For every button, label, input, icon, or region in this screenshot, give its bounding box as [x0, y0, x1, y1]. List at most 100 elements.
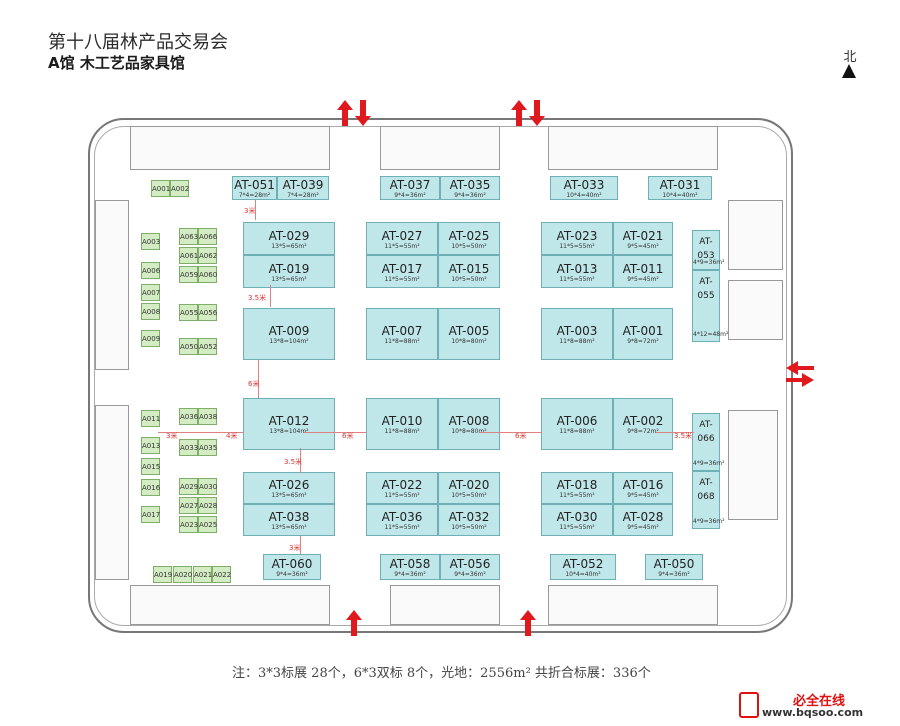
booth-code: AT-060 — [271, 557, 313, 571]
small-booth-a059: A059 — [179, 266, 198, 283]
booth-size: 9*5=45m² — [627, 275, 659, 283]
aisle-line — [300, 448, 301, 473]
aisle-line — [300, 536, 301, 554]
booth-code: AT-029 — [268, 228, 310, 243]
booth-code: AT-017 — [381, 261, 423, 276]
booth-code: AT-033 — [563, 178, 605, 192]
booth-code: AT-050 — [653, 557, 695, 571]
small-booth-a019: A019 — [153, 566, 172, 583]
small-booth-a025: A025 — [198, 516, 217, 533]
service-room — [130, 585, 330, 625]
aisle-line — [304, 432, 366, 433]
small-booth-a063: A063 — [179, 228, 198, 245]
small-booth-a016: A016 — [141, 479, 160, 496]
booth-code: AT-058 — [389, 557, 431, 571]
entrance-arrow-icon — [337, 100, 371, 126]
small-booth-a002: A002 — [170, 180, 189, 197]
aisle-width-label: 3米 — [289, 544, 301, 552]
booth-code: AT-018 — [556, 478, 598, 492]
booth-size: 4*12=48m² — [693, 331, 729, 338]
booth-size: 7*4=28m² — [238, 192, 271, 199]
hall-subtitle: A馆 木工艺品家具馆 — [48, 54, 185, 72]
booth-code: AT-021 — [622, 228, 664, 243]
map-title: 第十八届林产品交易会 — [48, 32, 228, 53]
booth-size: 9*8=72m² — [627, 428, 659, 435]
small-booth-a017: A017 — [141, 506, 160, 523]
service-room — [548, 585, 718, 625]
service-room — [548, 126, 718, 170]
small-booth-a036: A036 — [179, 408, 198, 425]
small-booth-a029: A029 — [179, 478, 198, 495]
booth-size: 11*8=88m² — [384, 338, 420, 345]
aisle-width-label: 3米 — [244, 207, 256, 215]
booth-size: 7*4=28m² — [287, 192, 319, 199]
booth-size: 10*5=50m² — [451, 492, 487, 499]
aisle-line — [258, 360, 259, 398]
small-booth-a008: A008 — [141, 303, 160, 320]
small-booth-a006: A006 — [141, 262, 160, 279]
service-room — [95, 405, 129, 580]
aisle-width-label: 3.5米 — [248, 294, 267, 302]
hall-outline — [88, 118, 793, 633]
booth-code: AT-039 — [282, 178, 324, 192]
booth-code: AT-027 — [381, 228, 423, 243]
booth-code: AT-068 — [697, 478, 715, 502]
service-room — [95, 200, 129, 370]
booth-code: AT-052 — [562, 557, 604, 571]
booth-size: 9*5=45m² — [627, 242, 659, 250]
service-room — [380, 126, 500, 170]
booth-size: 9*8=72m² — [627, 338, 659, 345]
booth-code: AT-051 — [234, 178, 275, 192]
booth-size: 11*5=55m² — [384, 242, 420, 250]
booth-code: AT-035 — [449, 178, 491, 192]
booth-size: 9*5=45m² — [627, 524, 659, 531]
booth-code: AT-002 — [622, 414, 664, 428]
north-label: 北 — [843, 50, 857, 65]
booth-size: 11*5=55m² — [384, 524, 420, 531]
booth-size: 9*4=36m² — [276, 571, 308, 578]
booth-size: 11*8=88m² — [559, 338, 595, 345]
aisle-line — [270, 285, 271, 307]
booth-size: 13*5=65m² — [271, 492, 307, 499]
booth-code: AT-025 — [448, 228, 490, 243]
aisle-width-label: 6米 — [248, 380, 260, 388]
booth-size: 13*5=65m² — [271, 242, 307, 250]
booth-code: AT-036 — [381, 510, 423, 524]
booth-size: 13*5=65m² — [271, 524, 307, 531]
booth-code: AT-013 — [556, 261, 598, 276]
small-booth-a033: A033 — [179, 439, 198, 456]
booth-size: 11*5=55m² — [559, 242, 595, 250]
small-booth-a030: A030 — [198, 478, 217, 495]
booth-size: 9*5=45m² — [627, 492, 659, 499]
service-room — [728, 410, 778, 520]
aisle-line — [656, 432, 694, 433]
booth-code: AT-026 — [268, 478, 310, 492]
booth-code: AT-006 — [556, 414, 598, 428]
aisle-width-label: 6米 — [515, 432, 527, 440]
small-booth-a056: A056 — [198, 304, 217, 321]
